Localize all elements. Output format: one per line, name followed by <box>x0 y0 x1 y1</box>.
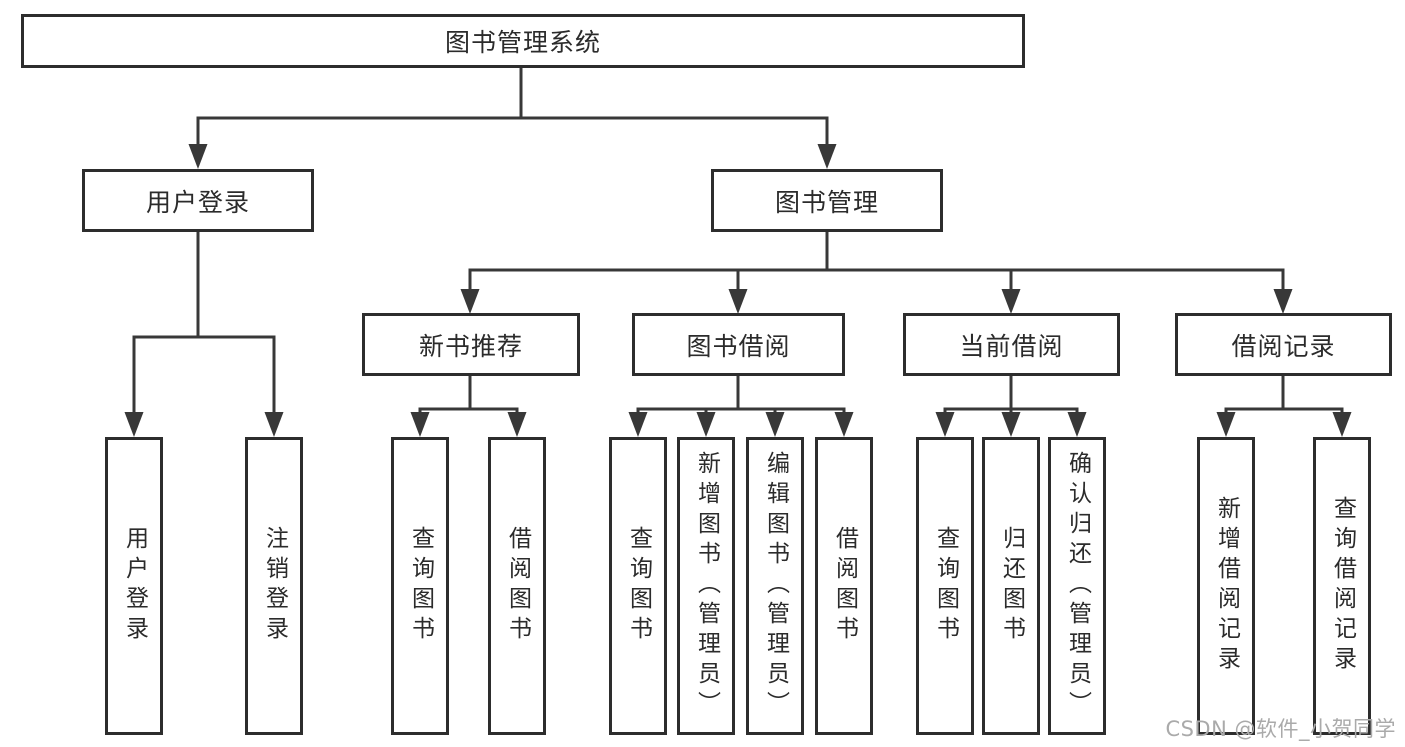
leaf-label: 注销登录 <box>261 526 288 646</box>
leaf-logout: 注销登录 <box>245 437 303 735</box>
connector-user-login-branch <box>124 232 284 437</box>
leaf-label: 查询图书 <box>625 526 652 646</box>
leaf-borrow-books-rec: 借阅图书 <box>488 437 546 735</box>
leaf-add-borrow-record: 新增借阅记录 <box>1197 437 1255 735</box>
leaf-query-books-rec: 查询图书 <box>391 437 449 735</box>
leaf-label: 查询借阅记录 <box>1329 496 1356 676</box>
leaf-edit-books-admin: 编辑图书（管理员） <box>746 437 804 735</box>
leaf-add-books-admin: 新增图书（管理员） <box>677 437 735 735</box>
leaf-label: 借阅图书 <box>831 526 858 646</box>
leaf-label: 归还图书 <box>998 526 1025 646</box>
leaf-label: 借阅图书 <box>504 526 531 646</box>
connector-borrow-record-branch <box>1216 376 1352 437</box>
node-book-borrow-label: 图书借阅 <box>686 331 791 361</box>
connector-book-mgmt-branch <box>460 232 1293 314</box>
node-book-borrow: 图书借阅 <box>632 313 845 376</box>
leaf-query-books-borrow: 查询图书 <box>609 437 667 735</box>
watermark: CSDN @软件_小贺同学 <box>1165 717 1396 741</box>
leaf-return-books: 归还图书 <box>982 437 1040 735</box>
connector-root <box>188 68 837 169</box>
node-new-book-rec-label: 新书推荐 <box>418 331 523 361</box>
connector-current-borrow-branch <box>935 376 1087 437</box>
node-current-borrow-label: 当前借阅 <box>959 331 1064 361</box>
leaf-label: 查询图书 <box>407 526 434 646</box>
node-book-mgmt-label: 图书管理 <box>774 187 879 217</box>
node-user-login-label: 用户登录 <box>145 187 250 217</box>
leaf-borrow-books: 借阅图书 <box>815 437 873 735</box>
leaf-query-borrow-record: 查询借阅记录 <box>1313 437 1371 735</box>
node-borrow-record: 借阅记录 <box>1175 313 1392 376</box>
node-root-label: 图书管理系统 <box>444 28 601 57</box>
connector-book-borrow-branch <box>628 376 854 437</box>
leaf-confirm-return-admin: 确认归还（管理员） <box>1048 437 1106 735</box>
connector-new-book-branch <box>410 376 527 437</box>
node-borrow-record-label: 借阅记录 <box>1231 331 1336 361</box>
leaf-user-login: 用户登录 <box>105 437 163 735</box>
node-new-book-rec: 新书推荐 <box>362 313 580 376</box>
leaf-label: 新增借阅记录 <box>1213 496 1240 676</box>
leaf-label: 查询图书 <box>932 526 959 646</box>
node-user-login: 用户登录 <box>82 169 314 232</box>
node-root: 图书管理系统 <box>21 14 1025 68</box>
leaf-query-books-current: 查询图书 <box>916 437 974 735</box>
leaf-label: 编辑图书（管理员） <box>762 451 789 721</box>
leaf-label: 用户登录 <box>121 526 148 646</box>
node-book-mgmt: 图书管理 <box>711 169 943 232</box>
leaf-label: 确认归还（管理员） <box>1064 451 1091 721</box>
leaf-label: 新增图书（管理员） <box>693 451 720 721</box>
node-current-borrow: 当前借阅 <box>903 313 1120 376</box>
